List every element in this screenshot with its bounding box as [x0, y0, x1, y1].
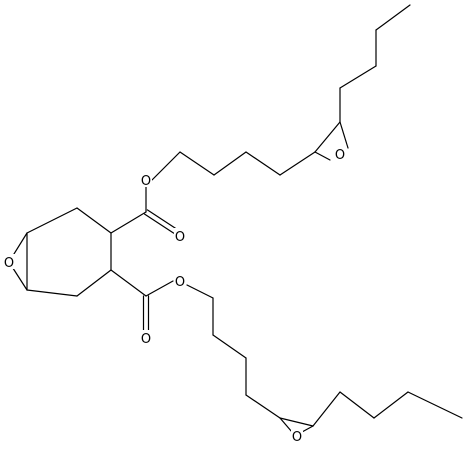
o-epoxide-lower-chain-label-bg [291, 428, 303, 443]
bond-ring-carbonyl-lower [110, 269, 147, 297]
bond-ring-4 [76, 269, 112, 297]
bond-epoxide-l-co1 [279, 417, 293, 433]
bond-butyl-l2 [339, 391, 375, 419]
bond-butyl-u2 [339, 65, 377, 89]
bond-chain-u2 [213, 151, 247, 176]
bond-epoxide-l-co2 [301, 425, 314, 433]
bond-chain-l2 [212, 334, 247, 359]
bond-ester-o-ch2-upper [151, 151, 181, 181]
bond-chain-u3 [245, 151, 281, 176]
o-carbonyl-lower-label: O [141, 332, 151, 347]
bond-epoxide-l-cc [279, 417, 314, 427]
bond-ester-o-ch2-lower [186, 284, 214, 299]
o-ester-lower-label-bg [174, 273, 186, 288]
o-ester-upper-label: O [141, 174, 151, 189]
bond-epoxide-u-co1 [314, 151, 331, 161]
o-carbonyl-upper-label: O [175, 230, 185, 245]
bond-ring-2 [76, 207, 112, 234]
o-ester-lower-label: O [175, 275, 185, 290]
bond-epoxide-u-co2 [339, 121, 349, 149]
o-ester-upper-label-bg [140, 172, 152, 187]
bond-chain-l4 [245, 394, 281, 419]
o-epoxide-ring-label: O [4, 256, 14, 271]
double-bond-carbonyl-upper-b [146, 209, 177, 230]
o-carbonyl-lower-label-bg [140, 330, 152, 345]
double-bond-carbonyl-upper-a [144, 213, 175, 234]
o-epoxide-upper-chain-label-bg [334, 146, 346, 161]
bond-ring-5 [26, 289, 78, 297]
bond-ring-carbonyl-upper [110, 211, 147, 234]
o-carbonyl-upper-label-bg [174, 228, 186, 243]
bond-butyl-l4 [407, 391, 463, 419]
o-epoxide-ring-label-bg [3, 254, 15, 269]
o-epoxide-upper-chain-label: O [335, 148, 345, 163]
bond-chain-u4 [279, 151, 316, 176]
bond-epoxide-u-cc [314, 121, 341, 153]
bond-ring-1 [26, 207, 78, 234]
bond-butyl-l3 [373, 391, 409, 419]
o-epoxide-lower-chain-label: O [292, 430, 302, 445]
bond-carbonyl-ester-o-lower [145, 280, 174, 297]
bond-chain-u1 [179, 151, 215, 176]
bond-butyl-l1 [312, 391, 341, 427]
bond-butyl-u4 [375, 4, 411, 31]
